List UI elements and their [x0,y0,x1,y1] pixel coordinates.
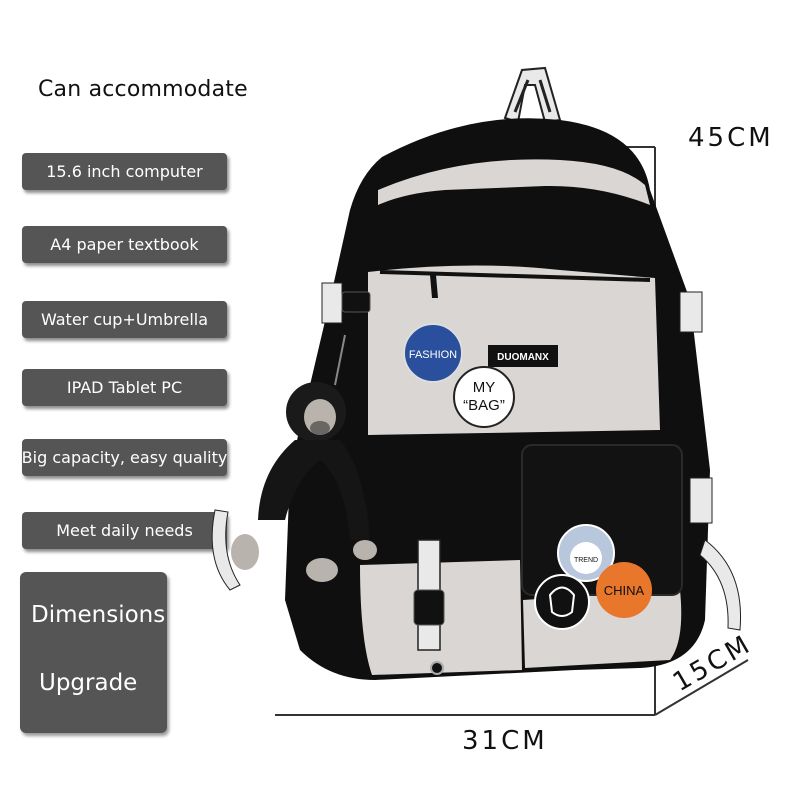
fashion-badge: FASHION [403,323,463,383]
feature-label-textbook: A4 paper textbook [22,226,227,263]
upgrade-line-2: Upgrade [39,670,138,696]
top-panel [378,159,650,205]
brand-label-text: DUOMANX [497,352,549,363]
china-badge: CHINA [596,562,652,618]
upgrade-line-1: Dimensions [31,602,166,628]
brand-label: DUOMANX [488,345,558,367]
zipper-pull [430,275,438,298]
feature-label-computer: 15.6 inch computer [22,153,227,190]
fashion-badge-text: FASHION [409,349,457,361]
center-buckle [413,539,445,675]
heading: Can accommodate [38,77,248,102]
width-dimension: 31CM [462,726,548,756]
side-straps [211,282,742,631]
face-badge [534,574,590,630]
feature-label-capacity: Big capacity, easy quality [22,439,227,476]
my-bag-line-2: “BAG” [463,397,505,414]
trend-badge-text: TREND [574,557,598,564]
feature-label-tablet: IPAD Tablet PC [22,369,227,406]
upgrade-box: Dimensions Upgrade [20,572,167,733]
monkey-plush-keychain [231,334,377,582]
trend-badge: TREND [557,524,615,582]
my-bag-badge: MY “BAG” [453,366,515,428]
feature-label-water-cup: Water cup+Umbrella [22,301,227,338]
china-badge-text: CHINA [604,583,645,598]
height-dimension: 45CM [688,123,774,153]
my-bag-line-1: MY [473,379,496,396]
feature-label-daily-needs: Meet daily needs [22,512,227,549]
top-handle [503,66,562,124]
